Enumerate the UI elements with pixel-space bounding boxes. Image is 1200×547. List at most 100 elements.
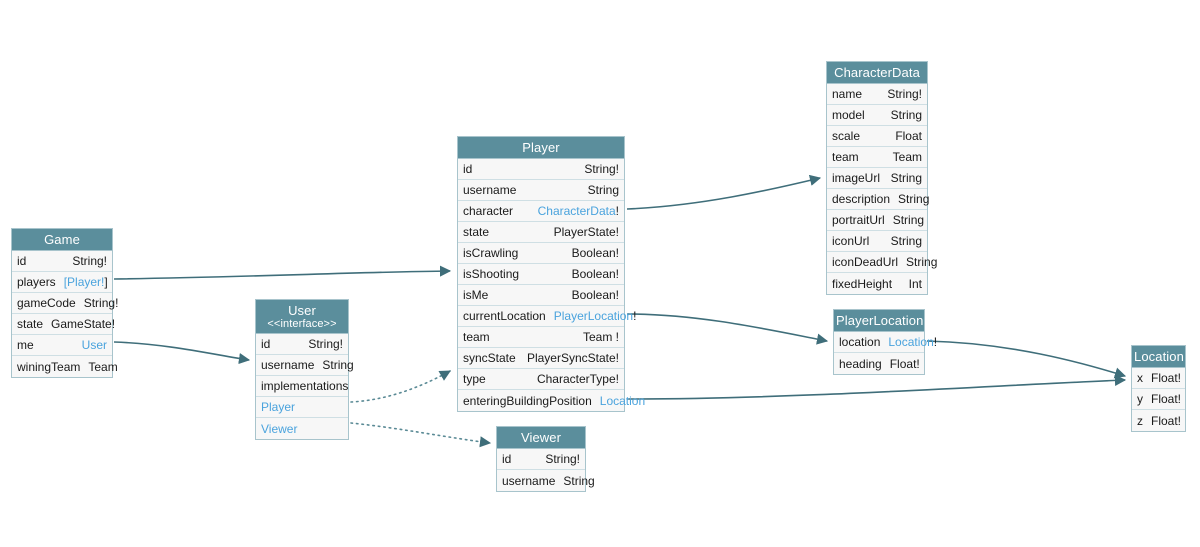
field-type: Int <box>908 276 922 291</box>
field-type: PlayerSyncState! <box>526 351 619 365</box>
field-name: id <box>463 162 473 176</box>
field-type: Boolean! <box>571 246 619 260</box>
entity-user-title: User <<interface>> <box>256 300 348 334</box>
field-row[interactable]: syncState PlayerSyncState! <box>458 348 624 369</box>
field-name: enteringBuildingPosition <box>463 393 592 408</box>
field-name: character <box>463 204 514 218</box>
field-type: String <box>890 108 922 122</box>
field-row[interactable]: winingTeam Team <box>12 356 118 377</box>
field-row[interactable]: implementations <box>256 376 348 397</box>
field-type-suffix: ! <box>615 204 619 218</box>
field-type: String <box>587 183 619 197</box>
entity-character-data-title: CharacterData <box>827 62 927 84</box>
field-type: Team <box>88 359 118 374</box>
field-type: Float! <box>1151 392 1182 406</box>
field-name: isShooting <box>463 267 520 281</box>
field-name: x <box>1137 371 1143 385</box>
field-name: username <box>502 473 556 488</box>
field-type: CharacterType! <box>536 372 619 386</box>
field-row[interactable]: players[Player!] <box>12 272 112 293</box>
field-name: implementations <box>261 379 349 393</box>
field-type: User <box>81 338 107 352</box>
field-row[interactable]: state PlayerState! <box>458 222 624 243</box>
field-name: scale <box>832 129 861 143</box>
edge-player-character-to-characterdata <box>626 174 822 210</box>
field-type: String! <box>83 296 119 310</box>
field-name: players <box>17 275 56 289</box>
entity-user-name: User <box>288 303 316 318</box>
field-type: String! <box>308 337 343 351</box>
field-type: PlayerState! <box>553 225 619 239</box>
entity-user-stereotype: <<interface>> <box>267 318 337 330</box>
field-row[interactable]: Player <box>256 397 348 418</box>
field-type: Location <box>599 393 646 408</box>
field-name: model <box>832 108 865 122</box>
field-name: state <box>463 225 490 239</box>
field-name: description <box>832 192 891 206</box>
edge-user-player-implementation <box>350 370 451 403</box>
edge-player-currentlocation-to-playerlocation <box>626 313 829 345</box>
field-type: String <box>890 234 922 248</box>
field-type: String! <box>72 254 107 268</box>
field-name: winingTeam <box>17 359 81 374</box>
field-type: String <box>906 255 938 269</box>
field-name: z <box>1137 413 1143 428</box>
field-row[interactable]: model String <box>827 105 927 126</box>
field-type: String <box>890 171 922 185</box>
field-type: String! <box>584 162 619 176</box>
field-row[interactable]: Viewer <box>256 418 348 439</box>
field-row[interactable]: iconDeadUrl String <box>827 252 937 273</box>
edge-game-players-to-player <box>113 265 452 280</box>
field-name: syncState <box>463 351 516 365</box>
field-name: currentLocation <box>463 309 546 323</box>
field-name: iconDeadUrl <box>832 255 899 269</box>
edge-player-enteringbuildingposition-to-location <box>626 374 1127 400</box>
field-row[interactable]: enteringBuildingPosition Location <box>458 390 645 411</box>
field-row[interactable]: id String! <box>458 159 624 180</box>
field-name: Player <box>261 400 296 414</box>
field-name: id <box>502 452 512 466</box>
entity-player-title: Player <box>458 137 624 159</box>
